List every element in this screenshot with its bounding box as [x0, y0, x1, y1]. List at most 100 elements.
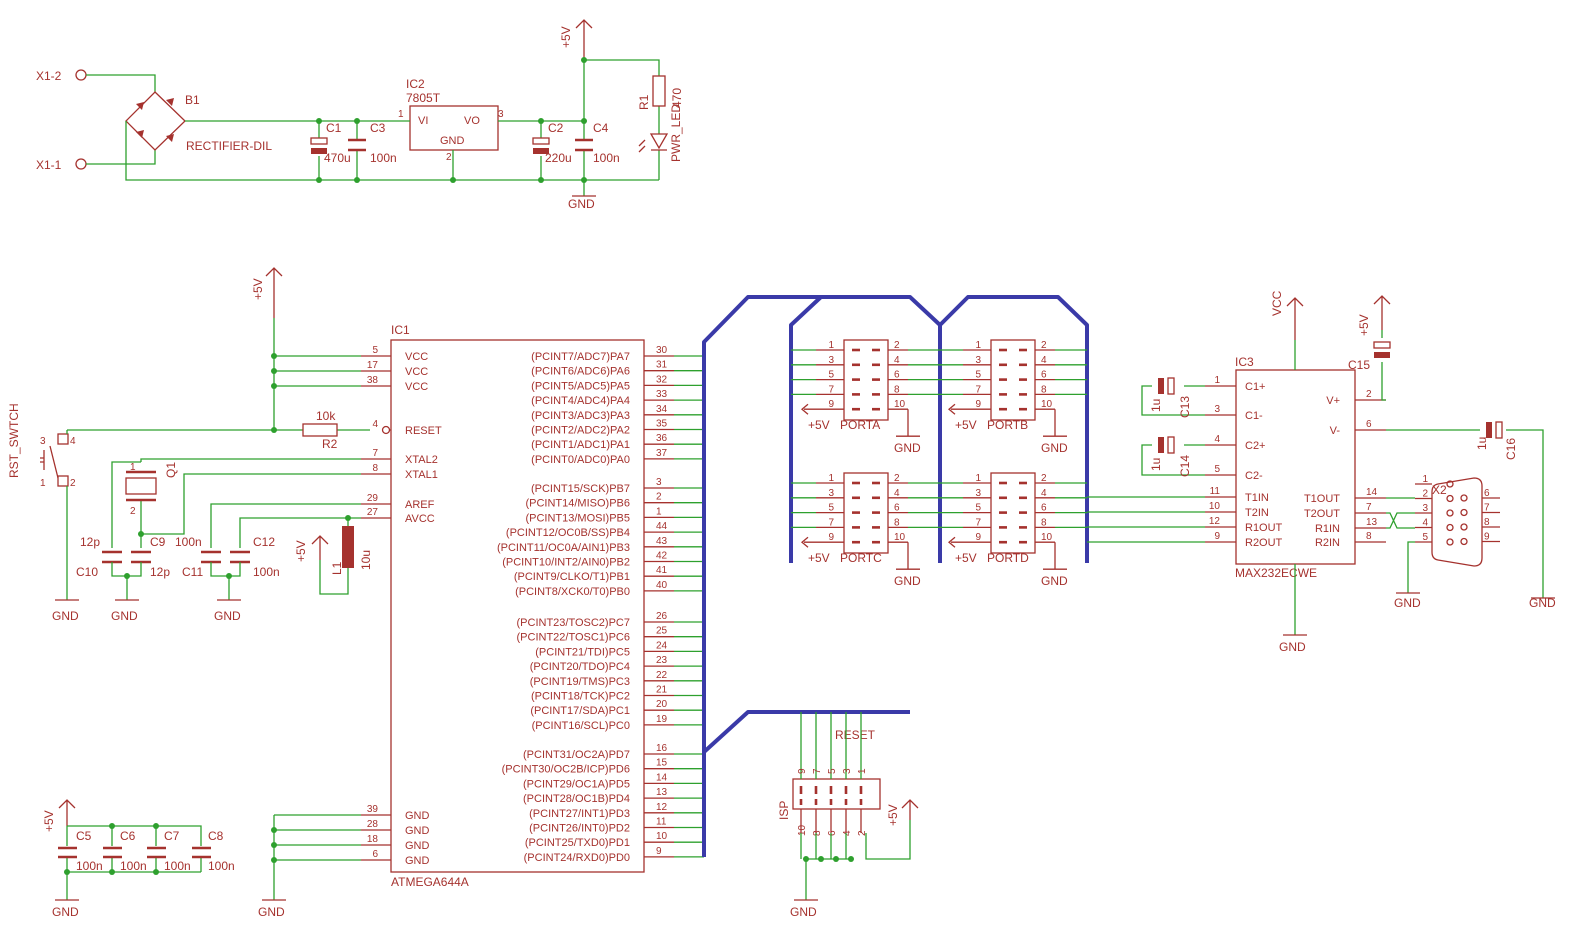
mcu-pin-number: 5	[372, 345, 378, 356]
crystal-q1	[125, 477, 157, 495]
x1-1-terminal	[75, 158, 87, 170]
ic2-gnd-pin: GND	[440, 135, 465, 147]
header-pin-number: 9	[828, 399, 834, 410]
mcu-pin-label: GND	[405, 855, 430, 867]
header-gnd-symbol	[896, 409, 920, 437]
gnd-label-analog: GND	[214, 609, 241, 623]
mcu-pin-label: (PCINT29/OC1A)PD5	[523, 778, 630, 790]
ic3-pin-label: R1OUT	[1245, 522, 1283, 534]
ic3-pin-number: 14	[1366, 487, 1378, 498]
header-5v-arrow	[800, 536, 816, 548]
plus5v-label-l1: +5V	[294, 540, 308, 562]
c11-name: C11	[182, 565, 203, 579]
mcu-pin-label: (PCINT0/ADC0)PA0	[531, 454, 630, 466]
plus5v-label-decouple: +5V	[42, 810, 56, 832]
c6-value: 100n	[120, 859, 147, 873]
regulator-ic2: IC2 7805T VI VO GND 1 3 2	[398, 77, 504, 163]
plus5v-label-isp: +5V	[886, 804, 900, 826]
header-pin-number: 4	[894, 488, 900, 499]
header-body	[990, 339, 1036, 421]
db9-pin-number: 1	[1422, 474, 1428, 485]
mcu-body	[390, 339, 645, 873]
mcu-pin-number: 16	[656, 743, 668, 754]
decoupling-caps: +5V C5 C6 C7 C8 100n 100n 100n 100n GND	[42, 799, 235, 919]
ic3-value: MAX232ECWE	[1235, 566, 1317, 580]
ic3-pin-label: T2OUT	[1304, 508, 1340, 520]
gnd-label-c16: GND	[1529, 596, 1556, 610]
db9-pin-number: 8	[1484, 517, 1490, 528]
mcu-pin-number: 13	[656, 787, 668, 798]
resistor-r1: R1 470	[584, 59, 684, 180]
mcu-left-pins: VCC5VCC17VCC38RESET4XTAL27XTAL18AREF29AV…	[361, 345, 442, 867]
l1-name: L1	[330, 561, 344, 575]
gnd-label-power: GND	[568, 197, 595, 211]
mcu-pin-label: AREF	[405, 499, 435, 511]
q1-name: Q1	[164, 462, 178, 478]
c5-name: C5	[76, 829, 92, 843]
header-pin-number: 7	[975, 384, 981, 395]
mcu-pin-label: (PCINT16/SCL)PC0	[532, 720, 630, 732]
ic3-left-pins: C1+1C1-3C2+4C2-5T1IN11T2IN10R1OUT12R2OUT…	[1205, 375, 1283, 549]
ic3-name: IC3	[1235, 355, 1254, 369]
mcu-pin-number: 15	[656, 758, 668, 769]
mcu-pin-label: (PCINT11/OC0A/AIN1)PB3	[497, 542, 630, 554]
isp-pin-number-bottom: 4	[842, 830, 853, 836]
mcu-pin-label: VCC	[405, 351, 428, 363]
header-pin-number: 3	[828, 355, 834, 366]
ic2-vo-pin: VO	[464, 115, 480, 127]
mcu-pin-number: 2	[656, 492, 662, 503]
header-pin-number: 8	[1041, 384, 1047, 395]
ic3-pin-label: V-	[1330, 425, 1341, 437]
mcu-pin-label: (PCINT7/ADC7)PA7	[531, 351, 630, 363]
ic3-pin-number: 2	[1366, 389, 1372, 400]
db9-pin-number: 3	[1422, 503, 1428, 514]
inductor-l1	[342, 526, 354, 568]
db9-pin-dot	[1446, 494, 1454, 503]
mcu-pin-number: 25	[656, 626, 668, 637]
ic1-value: ATMEGA644A	[391, 875, 469, 889]
ic3-pin-label: R1IN	[1315, 523, 1340, 535]
isp-pin-number-top: 3	[842, 768, 853, 774]
mcu-pin-label: (PCINT18/TCK)PC2	[531, 691, 630, 703]
mcu-pin-number: 30	[656, 345, 668, 356]
ic2-pin-3: 3	[498, 109, 504, 120]
ic3-pin-label: C1+	[1245, 381, 1266, 393]
db9-pin-dot	[1460, 494, 1468, 502]
header-pin-number: 8	[1041, 517, 1047, 528]
mcu-pin-number: 36	[656, 433, 668, 444]
mcu-pin-number: 29	[367, 493, 379, 504]
c14-name: C14	[1178, 455, 1192, 477]
c6-name: C6	[120, 829, 136, 843]
header-pin-number: 6	[894, 503, 900, 514]
header-pin-number: 5	[975, 370, 981, 381]
mcu-pin-number: 34	[656, 404, 668, 415]
header-pin-number: 10	[1041, 399, 1053, 410]
mcu-pin-number: 14	[656, 772, 668, 783]
ic3-pin-number: 1	[1214, 375, 1220, 386]
ic3-pin-label: C1-	[1245, 410, 1263, 422]
r2-name: R2	[322, 437, 338, 451]
c12-name: C12	[253, 535, 275, 549]
ic3-pin-label: R2OUT	[1245, 537, 1283, 549]
mcu-pin-number: 17	[367, 360, 379, 371]
header-gnd-symbol	[1043, 542, 1067, 570]
mcu-pin-number: 3	[656, 477, 662, 488]
header-pin-number: 10	[894, 399, 906, 410]
gnd-label-isp: GND	[790, 905, 817, 919]
mcu-pin-label: (PCINT17/SDA)PC1	[530, 705, 630, 717]
header-pin-number: 1	[828, 473, 834, 484]
mcu-pin-label: VCC	[405, 381, 428, 393]
header-pin-number: 10	[894, 532, 906, 543]
header-pin-number: 4	[1041, 488, 1047, 499]
ic3-pin-number: 7	[1366, 502, 1372, 513]
header-pin-number: 2	[1041, 340, 1047, 351]
header-body	[843, 339, 889, 421]
header-pin-number: 1	[975, 473, 981, 484]
plus5v-label-1: +5V	[559, 26, 573, 48]
mcu-pin-label: (PCINT25/TXD0)PD1	[525, 837, 630, 849]
header-body	[843, 472, 889, 554]
c9-value: 12p	[150, 565, 170, 579]
c16-name: C16	[1504, 438, 1518, 460]
c7-value: 100n	[164, 859, 191, 873]
